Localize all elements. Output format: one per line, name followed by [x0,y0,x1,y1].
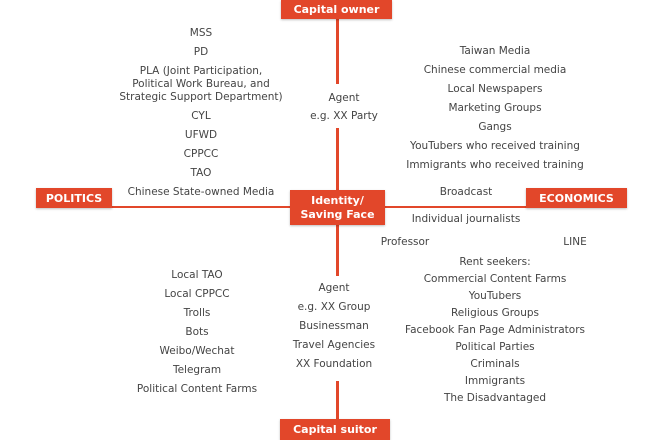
quadrant-top-right: Taiwan Media Chinese commercial media Lo… [406,45,584,172]
line-app-label: LINE [563,236,587,248]
list-item: Commercial Content Farms [423,273,567,285]
list-item: Trolls [183,307,211,319]
list-item: Political Content Farms [136,383,258,395]
list-item: Political Parties [455,341,535,353]
list-item: The Disadvantaged [443,392,547,404]
list-item: e.g. XX Group [297,301,371,313]
individual-journalists-label: Individual journalists [411,213,521,225]
quadrant-top-left: MSS PD PLA (Joint Participation, Politic… [119,27,282,199]
list-item: TAO [190,167,212,179]
list-item: PLA (Joint Participation, Political Work… [119,65,283,103]
center-label-line-1: Identity/ [311,193,364,207]
list-item: Businessman [299,320,369,332]
list-item: YouTubers [468,290,522,302]
list-item: PD [193,46,209,58]
vertical-axis-bottom-segment [336,381,339,421]
list-item: Travel Agencies [292,339,376,351]
list-item: Taiwan Media [459,45,531,57]
list-item: Bots [185,326,209,338]
capital-owner-label: Capital owner [281,0,392,19]
list-item: Immigrants [464,375,526,387]
identity-saving-face-label: Identity/ Saving Face [290,190,385,225]
vertical-axis-upper-segment [336,128,339,192]
list-item: CPPCC [183,148,219,160]
center-label-line-2: Saving Face [300,207,375,221]
vertical-axis-top-segment [336,18,339,84]
list-item: Criminals [470,358,520,370]
vertical-axis-lower-segment [336,224,339,276]
list-item: Chinese commercial media [423,64,567,76]
top-agent: Agent e.g. XX Party [310,92,378,123]
list-item: Weibo/Wechat [159,345,235,357]
list-item: Telegram [172,364,222,376]
list-item: XX Foundation [295,358,373,370]
capital-suitor-label: Capital suitor [280,419,390,440]
list-item: Local Newspapers [447,83,543,95]
list-item: Facebook Fan Page Administrators [405,324,585,336]
top-agent-title: Agent [328,92,360,104]
list-item: YouTubers who received training [410,140,580,152]
list-item: Rent seekers: [459,256,531,268]
list-item: Chinese State-owned Media [127,186,275,198]
list-item: UFWD [184,129,218,141]
bottom-agent-title: Agent [318,282,350,294]
bottom-agent: Agent e.g. XX Group Businessman Travel A… [293,282,375,371]
politics-label: POLITICS [36,188,112,208]
quadrant-bottom-right: Rent seekers: Commercial Content Farms Y… [405,256,585,405]
list-item: Local CPPCC [164,288,230,300]
broadcast-label: Broadcast [439,186,493,198]
top-agent-example: e.g. XX Party [310,110,378,122]
list-item: Gangs [478,121,512,133]
list-item: Marketing Groups [448,102,542,114]
list-item: MSS [189,27,213,39]
list-item: Local TAO [171,269,223,281]
list-item: Immigrants who received training [406,159,584,171]
quadrant-bottom-left: Local TAO Local CPPCC Trolls Bots Weibo/… [137,269,257,396]
list-item: Religious Groups [450,307,540,319]
economics-label: ECONOMICS [526,188,627,208]
professor-label: Professor [380,236,430,248]
list-item: CYL [191,110,211,122]
